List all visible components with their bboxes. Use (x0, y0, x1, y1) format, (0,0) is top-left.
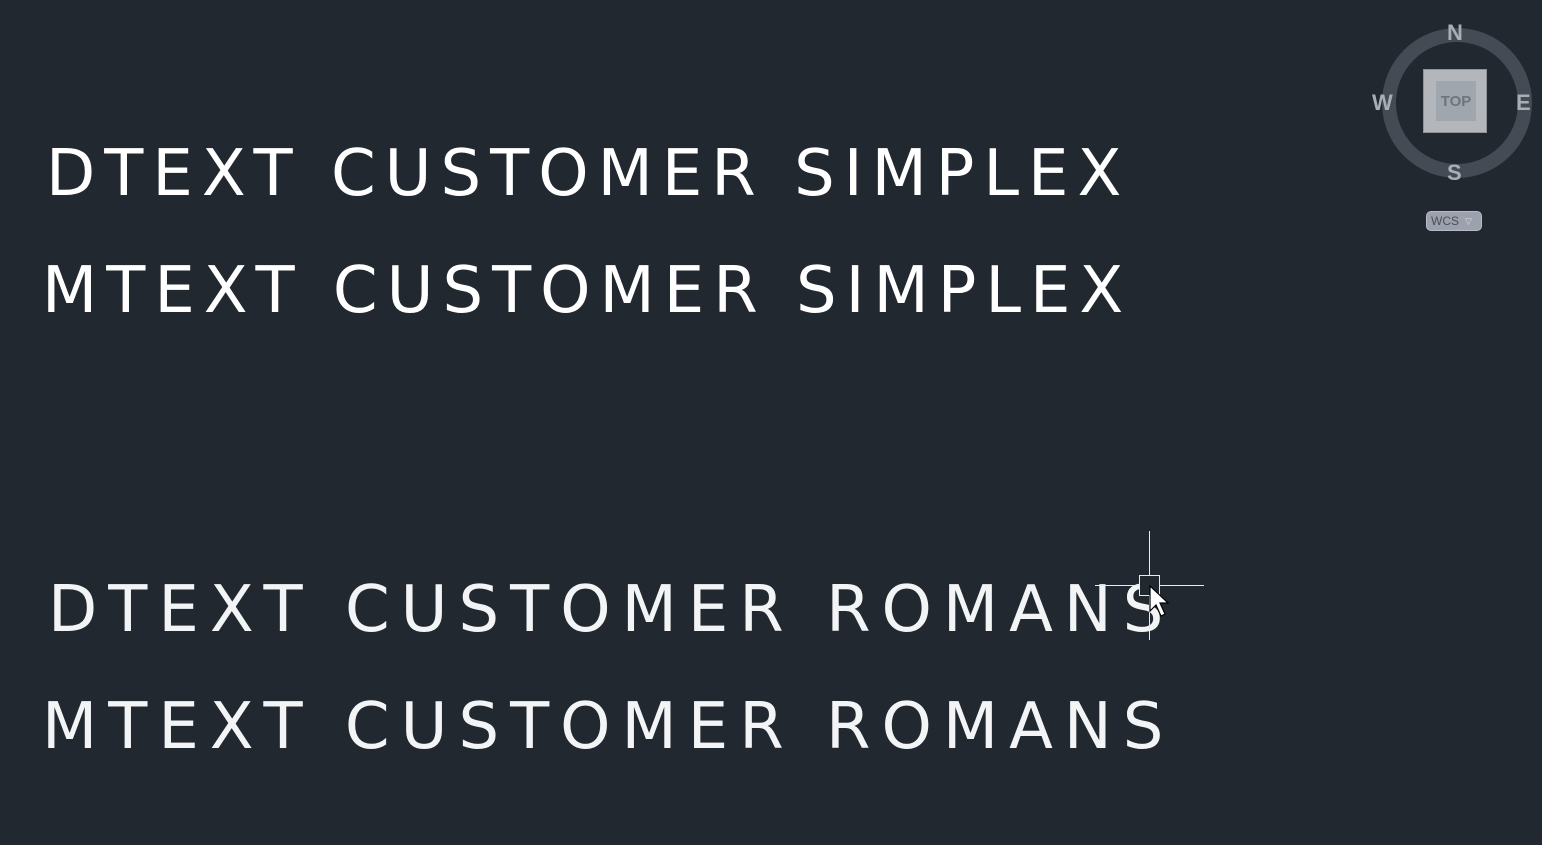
compass-west[interactable]: W (1372, 90, 1393, 115)
ucs-menu-button[interactable]: WCS ▽ (1426, 211, 1482, 231)
viewcube-top-label[interactable]: TOP (1436, 81, 1476, 121)
compass-north[interactable]: N (1447, 20, 1463, 45)
arrow-pointer-icon (1149, 584, 1170, 617)
mtext-simplex[interactable]: MTEXT CUSTOMER SIMPLEX (42, 254, 1133, 328)
compass-south[interactable]: S (1447, 160, 1462, 185)
dtext-simplex[interactable]: DTEXT CUSTOMER SIMPLEX (46, 137, 1131, 211)
compass-east[interactable]: E (1516, 90, 1531, 115)
chevron-down-icon: ▽ (1465, 215, 1472, 226)
viewcube-top-face[interactable]: TOP (1423, 69, 1487, 133)
viewcube[interactable]: N S E W TOP WCS ▽ (1370, 18, 1540, 238)
dtext-romans[interactable]: DTEXT CUSTOMER ROMANS (48, 573, 1175, 647)
ucs-label: WCS (1431, 214, 1459, 228)
mtext-romans[interactable]: MTEXT CUSTOMER ROMANS (42, 690, 1175, 764)
crosshair-cursor-icon (1095, 531, 1204, 640)
